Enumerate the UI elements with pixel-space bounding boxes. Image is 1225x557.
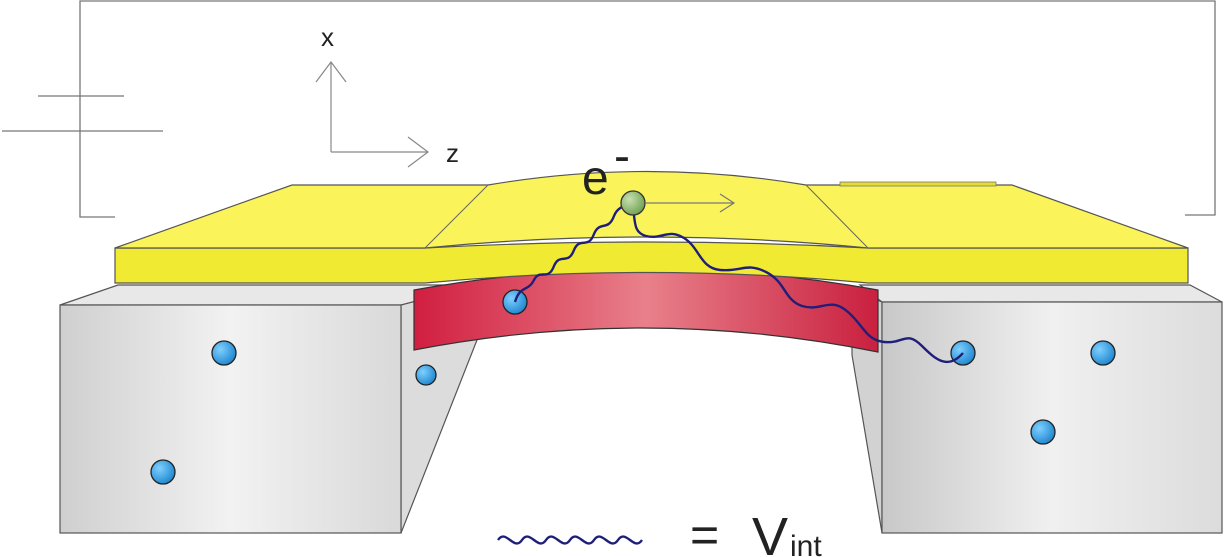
circuit-wire (2, 0, 1216, 218)
particle (150, 459, 176, 485)
legend-equals: = (690, 507, 719, 557)
electron-charge: - (614, 130, 630, 183)
axis-z-arrow (331, 136, 429, 168)
axis-x-arrow (315, 61, 347, 152)
legend-symbol: V (752, 507, 788, 557)
electron-label: e (582, 152, 609, 205)
electron-particle (620, 190, 646, 216)
velocity-arrow (645, 193, 736, 213)
particle (1090, 340, 1116, 366)
wave-left (513, 201, 633, 303)
wave-right (630, 202, 964, 364)
legend-subscript: int (790, 530, 822, 557)
electron: e - (582, 130, 736, 216)
axis-z-label: z (446, 138, 459, 168)
particle (211, 340, 237, 366)
particle (415, 364, 437, 386)
gold-electrode (114, 170, 1189, 284)
legend-wave-icon (497, 535, 643, 545)
axis-x-label: x (321, 22, 334, 52)
particle (1030, 419, 1056, 445)
legend: = V int (497, 507, 822, 557)
interaction-waves (513, 201, 964, 364)
suspended-beam (413, 268, 879, 353)
right-support-block (851, 284, 1223, 534)
